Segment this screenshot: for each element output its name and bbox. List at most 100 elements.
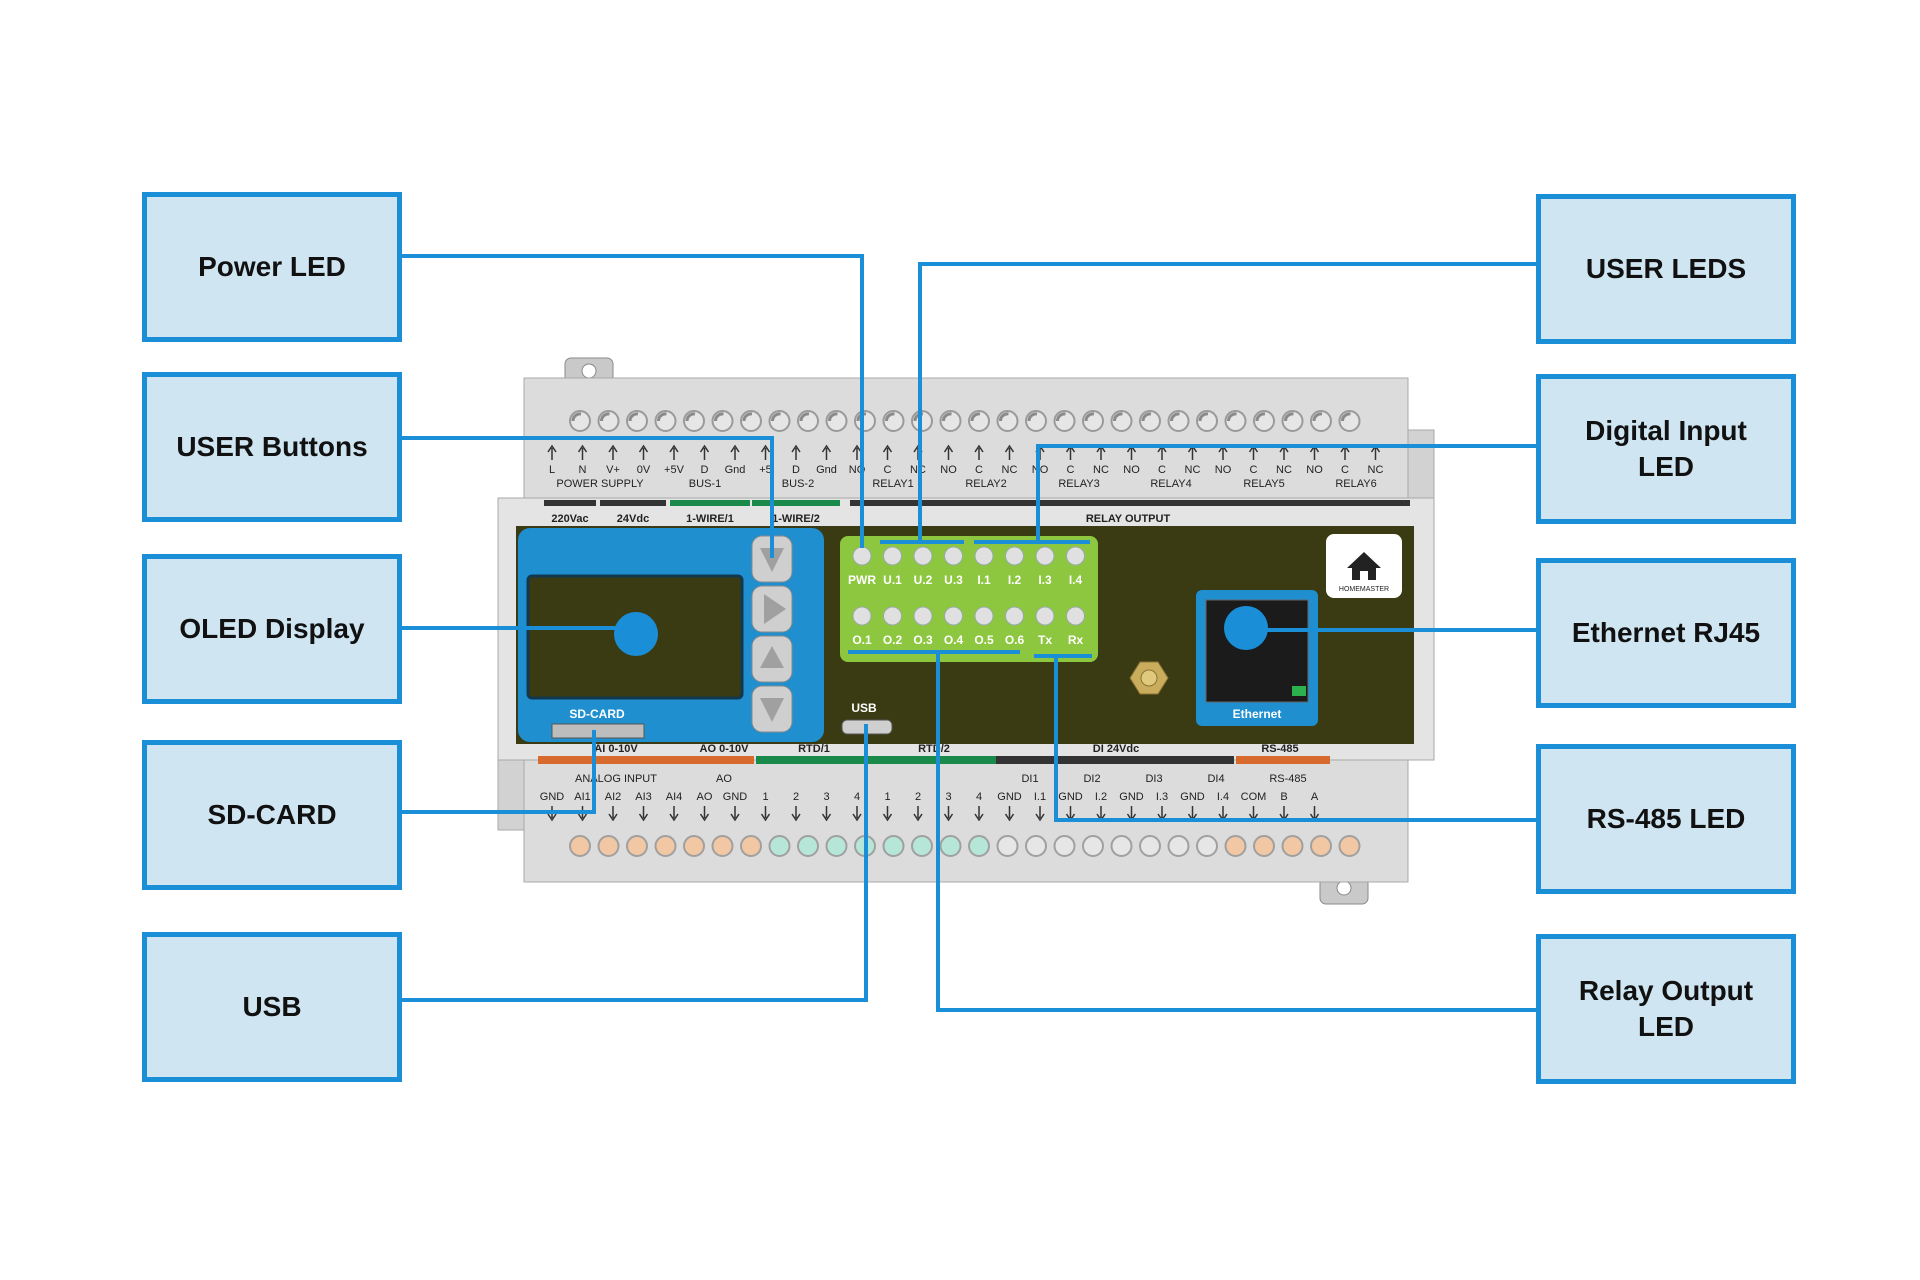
terminal-screw: [1310, 835, 1332, 857]
led-label: PWR: [848, 573, 876, 587]
callout-label: USER LEDS: [1585, 252, 1747, 284]
terminal-screw: [1167, 835, 1190, 857]
ethernet-label: Ethernet: [1233, 707, 1282, 721]
callout-oled-display: OLED Display: [142, 554, 402, 704]
strip-label: 220Vac: [551, 513, 588, 525]
terminal-label: L: [549, 464, 555, 476]
oled-marker: [614, 612, 658, 656]
terminal-screw: [911, 835, 933, 857]
terminal-label: COM: [1241, 791, 1267, 803]
terminal-label: AI4: [666, 791, 683, 803]
terminal-screw: [1025, 835, 1047, 857]
led-panel: [840, 536, 1098, 662]
group-label: RELAY2: [965, 478, 1006, 490]
group-label: AO: [716, 773, 732, 785]
terminal-label: GND: [1119, 791, 1144, 803]
group-label: BUS-1: [689, 478, 721, 490]
terminal-label: NO: [1215, 464, 1232, 476]
strip-label: RTD/2: [918, 743, 950, 755]
callout-label: Digital Input LED: [1585, 414, 1747, 482]
leader-user-leds: [918, 262, 1536, 542]
terminal-screw: [683, 835, 705, 857]
strip-label: RS-485: [1261, 743, 1298, 755]
terminal-label: 3: [823, 791, 829, 803]
led-label: O.6: [1005, 633, 1025, 647]
terminal-label: 4: [854, 791, 860, 803]
terminal-screw: [1196, 835, 1218, 857]
leader-user-buttons: [398, 436, 774, 558]
led-indicator: [944, 606, 963, 626]
led-indicator: [1066, 546, 1085, 566]
led-indicator: [883, 546, 902, 566]
leader-usb: [398, 724, 868, 1002]
group-label: BUS-2: [782, 478, 814, 490]
led-label: U.1: [883, 573, 902, 587]
led-indicator: [1005, 606, 1024, 626]
terminal-label: 2: [915, 791, 921, 803]
led-label: I.4: [1069, 573, 1083, 587]
terminal-screw: [797, 835, 819, 857]
terminal-label: GND: [1058, 791, 1083, 803]
terminal-label: 3: [945, 791, 951, 803]
strip-label: AO 0-10V: [700, 743, 750, 755]
callout-user-leds: USER LEDS: [1536, 194, 1796, 344]
callout-relay-output-led: Relay Output LED: [1536, 934, 1796, 1084]
led-label: O.3: [913, 633, 933, 647]
group-label: RELAY4: [1150, 478, 1191, 490]
terminal-label: NO: [1306, 464, 1323, 476]
terminal-label: NC: [1276, 464, 1292, 476]
led-label: O.2: [883, 633, 903, 647]
terminal-label: AI1: [574, 791, 591, 803]
led-indicator: [1005, 546, 1024, 566]
terminal-screw: [597, 835, 620, 857]
terminal-label: C: [1067, 464, 1075, 476]
sd-card-slot[interactable]: [551, 723, 645, 739]
top-group-labels: POWER SUPPLY BUS-1 BUS-2 RELAY1 RELAY2 R…: [556, 478, 1376, 490]
led-label: I.2: [1008, 573, 1022, 587]
usb-label: USB: [851, 701, 877, 715]
group-label: RELAY1: [872, 478, 913, 490]
terminal-label: Gnd: [725, 464, 746, 476]
callout-power-led: Power LED: [142, 192, 402, 342]
callout-label: Power LED: [198, 250, 346, 282]
led-indicator: [944, 546, 963, 566]
group-label: DI2: [1083, 773, 1100, 785]
terminal-label: NO: [940, 464, 957, 476]
led-label: U.2: [914, 573, 933, 587]
group-label: ANALOG INPUT: [575, 773, 657, 785]
terminal-screw: [1082, 835, 1104, 857]
bottom-screw-row: [569, 835, 1361, 857]
leader-lines: [398, 254, 1536, 1012]
group-label: DI3: [1145, 773, 1162, 785]
terminal-label: NO: [1032, 464, 1049, 476]
bottom-strip-labels: AI 0-10V AO 0-10V RTD/1 RTD/2 DI 24Vdc R…: [594, 743, 1298, 755]
callout-label: USB: [242, 990, 302, 1022]
terminal-screw: [569, 835, 591, 857]
terminal-label: N: [579, 464, 587, 476]
leader-power-led: [398, 254, 864, 548]
terminal-label: NC: [1093, 464, 1109, 476]
callout-digital-input-led: Digital Input LED: [1536, 374, 1796, 524]
top-screw-row: [569, 410, 1361, 432]
group-label: POWER SUPPLY: [556, 478, 644, 490]
strip-label: DI 24Vdc: [1093, 743, 1139, 755]
terminal-label: AI3: [635, 791, 652, 803]
callout-rs485-led: RS-485 LED: [1536, 744, 1796, 894]
terminal-label: 0V: [637, 464, 651, 476]
led-indicator: [974, 546, 994, 566]
led-label: Tx: [1038, 633, 1052, 647]
leader-sd-card: [398, 730, 596, 814]
terminal-label: NC: [1002, 464, 1018, 476]
terminal-label: B: [1280, 791, 1287, 803]
led-label: O.5: [974, 633, 994, 647]
homemaster-logo: HOMEMASTER: [1326, 534, 1402, 598]
user-buttons: [751, 535, 793, 733]
terminal-label: 1: [762, 791, 768, 803]
terminal-screw: [768, 835, 791, 857]
group-label: RS-485: [1269, 773, 1306, 785]
led-indicator: [913, 606, 933, 626]
antenna-connector: [1129, 661, 1169, 695]
